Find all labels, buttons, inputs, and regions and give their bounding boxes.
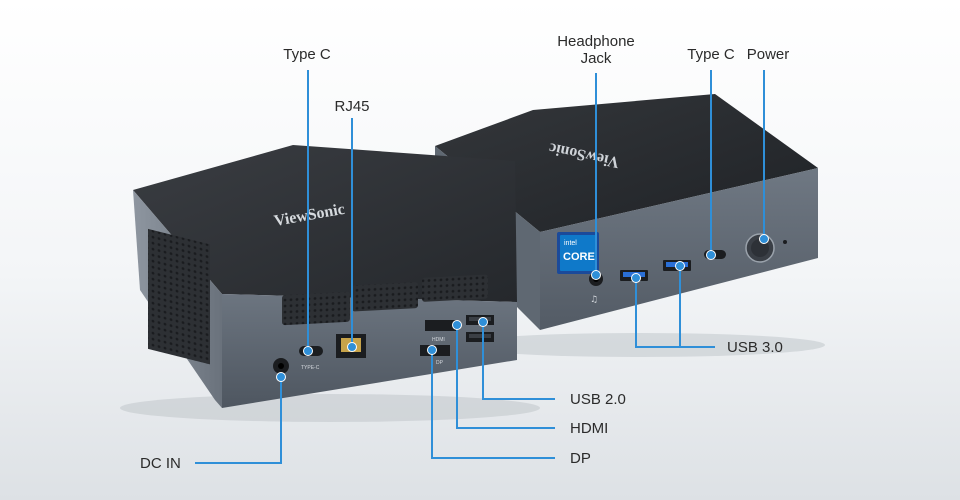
rear-vent-3 [422,274,488,302]
dp-marking: DP [436,360,444,366]
callout-line-dp [431,350,555,459]
dot-dc-in [276,372,286,382]
dot-rj45 [347,342,357,352]
label-usb2: USB 2.0 [570,391,626,408]
floor-shadow-right [455,333,825,357]
label-type-c-rear: Type C [283,46,331,63]
hdmi-port [425,320,457,331]
dot-power [759,234,769,244]
device-right-lid [435,94,818,232]
callout-line-dc-in [195,377,282,464]
label-headphone-line2: Jack [580,50,612,67]
label-dp: DP [570,450,591,467]
label-usb3: USB 3.0 [727,339,783,356]
device-left: ViewSonic TYPE-C HDMI DP [133,145,517,408]
rear-vent-1 [282,291,350,326]
label-dc-in: DC IN [140,455,181,472]
cpu-badge-core: CORE [563,251,595,263]
callout-lines [195,70,765,464]
dot-usb2 [478,317,488,327]
cpu-badge-intel: intel [564,240,577,247]
floor-shadow-left [120,394,540,422]
device-right-front-face [540,168,818,330]
label-hdmi: HDMI [570,420,609,437]
dot-dp [427,345,437,355]
dot-hdmi [452,320,462,330]
dot-typec-rear [303,346,313,356]
label-headphone-line1: Headphone [557,33,635,50]
label-headphone-jack: Headphone Jack [546,33,646,67]
hdmi-marking: HDMI [432,337,445,343]
label-type-c-front: Type C [687,46,735,63]
dot-headphone [591,270,601,280]
callout-line-usb2 [482,322,555,400]
rear-vent-2 [352,282,418,312]
device-left-lid [133,145,517,302]
label-rj45: RJ45 [334,98,370,115]
headphone-icon: ♫ [590,295,598,305]
cpu-badge: intel CORE [557,232,599,274]
dot-usb3-2 [675,261,685,271]
callout-line-usb3 [635,278,715,348]
dot-usb3-1 [631,273,641,283]
device-left-side-vent [148,228,210,365]
typec-rear-marking: TYPE-C [301,365,320,371]
dot-typec-front [706,250,716,260]
power-led [783,240,787,244]
callout-dots [276,234,769,382]
device-left-rear-face [222,294,517,408]
label-power: Power [746,46,790,63]
device-right: ViewSonic intel CORE ♫ [435,94,818,330]
callout-line-hdmi [456,325,555,429]
